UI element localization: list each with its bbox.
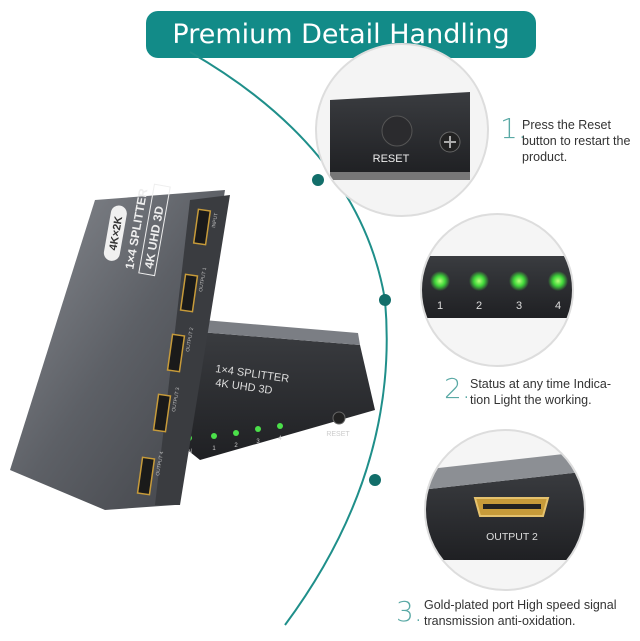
svg-text:OUTPUT 3: OUTPUT 3 (171, 387, 181, 413)
svg-text:RESET: RESET (373, 153, 410, 165)
svg-text:3: 3 (256, 439, 260, 445)
title-banner: Premium Detail Handling (146, 11, 536, 58)
svg-text:INPUT: INPUT (211, 213, 220, 229)
led-indicators (430, 271, 568, 291)
splitter-device-front: 1×4 SPLITTER 4K UHD 3D IN 1 2 3 4 RESET (150, 318, 375, 460)
svg-text:3: 3 (516, 300, 522, 312)
svg-text:4K×2K: 4K×2K (107, 215, 125, 251)
svg-text:OUTPUT 2: OUTPUT 2 (185, 327, 195, 353)
svg-text:4: 4 (555, 300, 561, 312)
reset-button (381, 115, 413, 147)
svg-text:IN: IN (186, 449, 192, 455)
svg-text:RESET: RESET (326, 431, 350, 438)
svg-text:2: 2 (234, 443, 238, 449)
feature-text-2: Status at any time Indica-tion Light the… (470, 377, 612, 407)
svg-text:OUTPUT 1: OUTPUT 1 (198, 267, 208, 293)
feature-number-1: 1. (500, 112, 527, 145)
connector-dot-2 (379, 294, 391, 306)
feature-number-3: 3. (396, 595, 423, 628)
splitter-device-side: 4K×2K 1×4 SPLITTER 4K UHD 3D INPUT OUTPU… (10, 183, 230, 510)
feature-number-2: 2. (444, 372, 471, 405)
svg-text:4: 4 (278, 436, 282, 442)
banner-title: Premium Detail Handling (172, 19, 510, 50)
svg-text:1: 1 (212, 446, 216, 452)
connector-dot-3 (369, 474, 381, 486)
svg-text:2: 2 (476, 300, 482, 312)
svg-text:OUTPUT 2: OUTPUT 2 (486, 531, 538, 543)
detail-leds: 1 2 3 4 (421, 214, 573, 366)
svg-text:OUTPUT 4: OUTPUT 4 (155, 451, 165, 477)
svg-text:1: 1 (437, 300, 443, 312)
detail-port: OUTPUT 2 (425, 430, 585, 590)
connector-dot-1 (312, 174, 324, 186)
detail-reset: RESET (316, 44, 488, 216)
